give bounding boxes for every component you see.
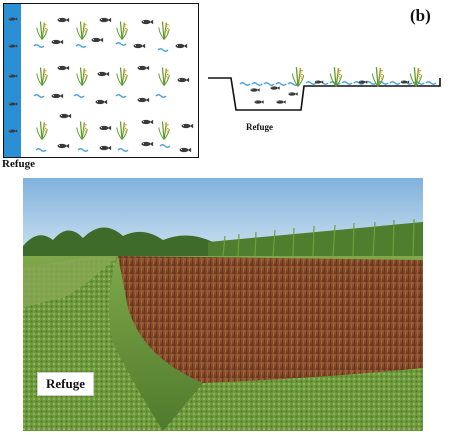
fish-icon	[141, 119, 154, 125]
fish-icon	[99, 17, 112, 23]
refuge-water-wave	[251, 82, 263, 86]
field-water-wave	[329, 81, 341, 85]
fish-icon	[95, 99, 108, 105]
fish-icon	[51, 93, 64, 99]
treeline	[23, 218, 423, 258]
fish-icon	[99, 125, 112, 131]
rice-plant-icon	[116, 121, 128, 140]
fish-icon	[288, 92, 298, 96]
refuge-water-wave	[239, 82, 251, 86]
field-water-wave	[365, 81, 377, 85]
fish-icon	[358, 80, 368, 84]
water-wave	[33, 44, 45, 48]
fish-icon	[250, 88, 260, 92]
water-wave	[73, 94, 85, 98]
field-water-wave	[353, 81, 365, 85]
water-wave	[33, 94, 45, 98]
field-water-wave	[377, 81, 389, 85]
field-water-wave	[305, 81, 317, 85]
fish-icon	[141, 19, 154, 25]
fish-icon	[141, 141, 154, 147]
water-wave	[75, 44, 87, 48]
rice-plant-icon	[76, 21, 88, 40]
rice-plant-icon	[116, 67, 128, 86]
fish-icon	[133, 43, 146, 49]
panel-b-label: (b)	[410, 6, 431, 25]
fish-icon	[137, 65, 150, 71]
refuge-fish-icon	[8, 74, 18, 78]
fish-icon	[57, 143, 70, 149]
water-wave	[115, 94, 127, 98]
fish-icon	[254, 100, 264, 104]
fish-icon	[314, 80, 324, 84]
rice-plant-icon	[409, 67, 423, 87]
panel-b-refuge-label: Refuge	[246, 122, 273, 132]
refuge-water-wave	[263, 82, 275, 86]
rice-plant-icon	[371, 67, 385, 87]
fish-icon	[175, 43, 188, 49]
fish-icon	[137, 97, 150, 103]
fish-icon	[179, 147, 192, 153]
rice-plant-icon	[158, 21, 170, 40]
rice-plant-icon	[158, 121, 170, 140]
fish-icon	[91, 37, 104, 43]
water-wave	[77, 148, 89, 152]
rice-plant-icon	[36, 67, 48, 86]
panel-a-diagram	[4, 4, 194, 157]
field-water-wave	[425, 81, 437, 85]
field-water-wave	[389, 81, 401, 85]
fish-icon	[57, 17, 70, 23]
panel-b-cross-section	[208, 67, 441, 111]
rice-plant-icon	[291, 67, 305, 87]
panel-a-refuge-label: Refuge	[2, 158, 35, 170]
water-wave	[115, 42, 127, 46]
refuge-fish-icon	[8, 129, 18, 133]
water-wave	[157, 48, 169, 52]
foreground-grass	[163, 368, 423, 431]
rice-plant-icon	[36, 121, 48, 140]
fish-icon	[99, 145, 112, 151]
rice-plant-icon	[76, 121, 88, 140]
fish-icon	[270, 86, 280, 90]
water-wave	[159, 144, 171, 148]
rice-plant-icon	[329, 67, 343, 87]
fish-icon	[181, 123, 194, 129]
rice-plant-icon	[158, 67, 170, 86]
fallen-rice-field	[118, 256, 423, 383]
fish-icon	[51, 39, 64, 45]
water-wave	[117, 148, 129, 152]
rice-plant-icon	[36, 21, 48, 40]
rice-plant-icon	[116, 21, 128, 40]
refuge-strip	[4, 4, 21, 157]
fish-icon	[97, 71, 110, 77]
fish-icon	[57, 65, 70, 71]
rice-plant-icon	[76, 67, 88, 86]
water-wave	[35, 148, 47, 152]
fish-icon	[400, 80, 410, 84]
panel-a-field-top-view	[3, 3, 199, 158]
refuge-fish-icon	[8, 17, 18, 21]
photo-refuge-caption: Refuge	[37, 372, 94, 396]
field-water-wave	[341, 81, 353, 85]
refuge-water-wave	[275, 82, 287, 86]
fish-icon	[177, 77, 190, 83]
refuge-fish-icon	[8, 44, 18, 48]
fish-icon	[59, 113, 72, 119]
refuge-fish-icon	[8, 102, 18, 106]
fish-icon	[276, 100, 286, 104]
cross-section-outline	[208, 77, 441, 111]
water-wave	[155, 94, 167, 98]
